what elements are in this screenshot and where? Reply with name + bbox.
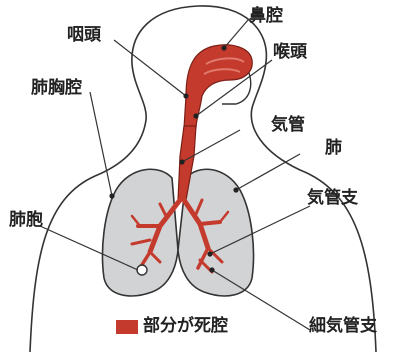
label-nasal-cavity: 鼻腔 xyxy=(246,8,286,25)
label-lung: 肺 xyxy=(322,140,345,157)
label-bronchus: 気管支 xyxy=(304,190,361,207)
label-trachea: 気管 xyxy=(268,117,308,134)
label-pharynx: 咽頭 xyxy=(64,27,104,44)
right-lung xyxy=(178,169,254,296)
label-bronchiole: 細気管支 xyxy=(306,318,380,335)
left-lung xyxy=(103,169,179,296)
label-alveolus: 肺胞 xyxy=(6,212,46,229)
label-thoracic-cavity: 肺胸腔 xyxy=(28,80,85,97)
alveolus-marker xyxy=(137,265,147,275)
legend-swatch xyxy=(116,320,138,334)
legend-text: 部分が死腔 xyxy=(143,318,228,335)
leader-lines xyxy=(40,20,310,330)
label-larynx: 喉頭 xyxy=(270,44,310,61)
